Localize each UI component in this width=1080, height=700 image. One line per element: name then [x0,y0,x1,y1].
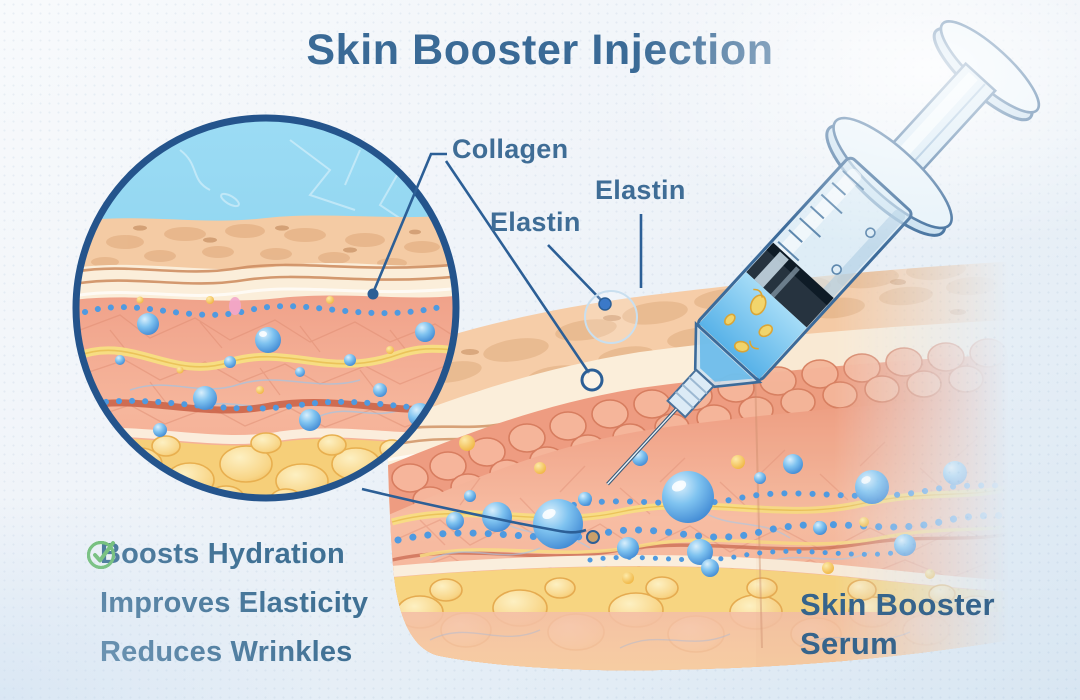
collagen-label: Collagen [452,134,569,164]
serum-label: Skin Booster Serum [800,585,995,663]
check-circle-icon [87,541,115,569]
page-title: Skin Booster Injection [306,26,774,74]
elastin-upper-label: Elastin [595,175,686,205]
serum-label-line2: Serum [800,626,898,661]
benefit-label: Reduces Wrinkles [100,635,353,668]
surface-target-halo [584,290,638,344]
collagen-marker-dot [367,288,379,300]
elastin-lower-leader-line [547,244,603,302]
benefit-item: Boosts Hydration [86,537,368,571]
benefit-label: Improves Elasticity [100,586,369,619]
benefit-item: Reduces Wrinkles [86,541,368,669]
collagen-marker-ring [580,368,604,392]
elastin-lower-label: Elastin [490,207,581,237]
benefit-label: Boosts Hydration [100,537,345,570]
benefit-list: Boosts Hydration Improves Elasticity Red… [86,537,368,684]
benefit-item: Improves Elasticity [86,541,369,620]
elastin-marker-dot [598,297,612,311]
serum-label-line1: Skin Booster [800,587,995,622]
